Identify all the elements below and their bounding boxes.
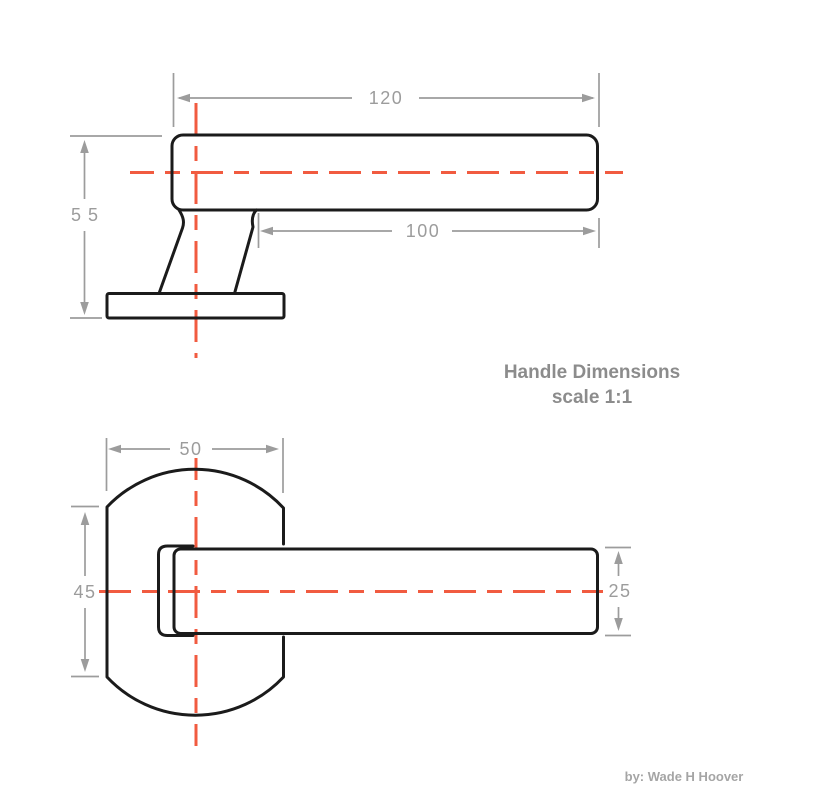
drawing-title-block: Handle Dimensions scale 1:1	[504, 362, 680, 408]
dimension-length-120: 120	[172, 73, 600, 127]
rosette-outline	[105, 467, 285, 717]
arrowhead-left-icon	[108, 444, 121, 454]
arrowhead-left-icon	[260, 226, 273, 236]
dimension-label-100: 100	[406, 221, 441, 241]
arrowhead-right-icon	[582, 93, 595, 103]
dimension-label-55: 55	[71, 205, 105, 225]
neck-collar-outline	[157, 544, 195, 637]
neck-right-edge	[233, 208, 258, 295]
neck-left-edge	[157, 208, 185, 295]
base-plate-outline	[105, 292, 286, 320]
drawing-title: Handle Dimensions	[504, 362, 680, 383]
dimension-grip-length-100: 100	[257, 213, 600, 248]
arrowhead-up-icon	[614, 551, 623, 564]
arrowhead-up-icon	[80, 512, 90, 525]
arrowhead-down-icon	[614, 618, 623, 631]
arrowhead-down-icon	[80, 302, 89, 315]
dimension-rose-width-50: 50	[105, 438, 284, 493]
dimension-label-25: 25	[608, 581, 631, 601]
arrowhead-up-icon	[80, 140, 89, 153]
drawing-scale: scale 1:1	[552, 387, 633, 408]
dimension-label-120: 120	[369, 88, 404, 108]
dimension-height-55: 55	[70, 135, 162, 319]
side-view: 120 100 55	[70, 73, 623, 358]
arrowhead-down-icon	[80, 659, 90, 672]
arrowhead-right-icon	[266, 444, 279, 454]
dimension-label-45: 45	[73, 582, 96, 602]
front-view: 50 45 25	[71, 438, 631, 746]
arrowhead-left-icon	[177, 93, 190, 103]
dimension-label-50: 50	[179, 439, 202, 459]
grip-bar-outline	[170, 133, 599, 212]
dimension-thickness-25: 25	[605, 546, 631, 637]
arrowhead-right-icon	[583, 226, 596, 236]
dimension-rose-height-45: 45	[71, 505, 99, 678]
author-credit: by: Wade H Hoover	[625, 769, 744, 784]
grip-bar-outline	[172, 547, 599, 635]
